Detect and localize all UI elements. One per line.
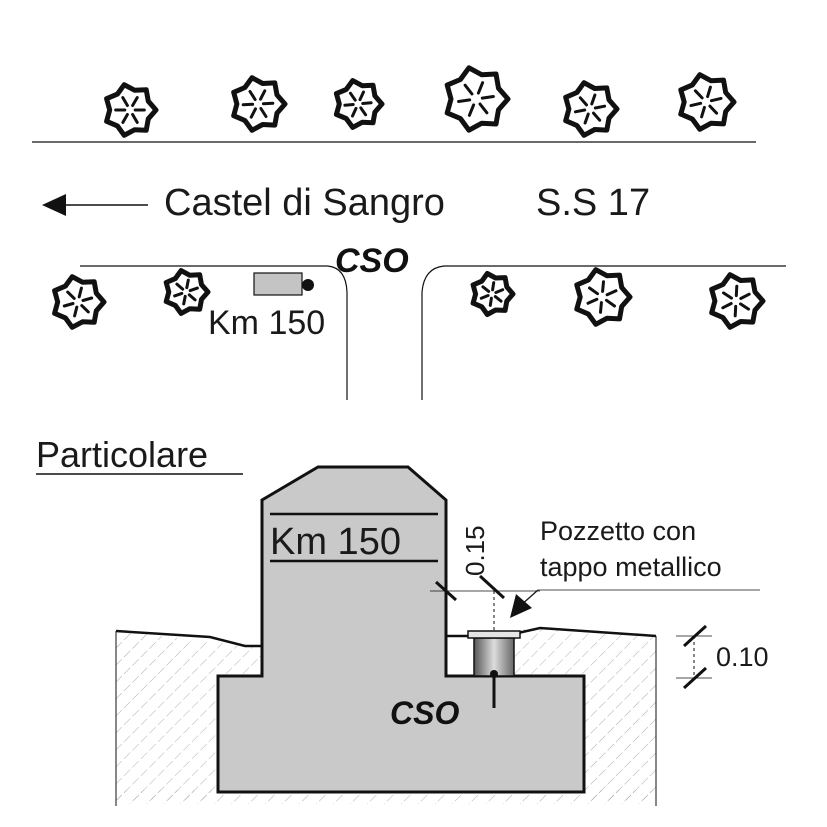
- detail-title: Particolare: [36, 434, 208, 475]
- destination-label: Castel di Sangro: [164, 182, 445, 224]
- plan-view: Castel di Sangro S.S 17 CSO Km 150: [32, 65, 786, 400]
- road-edge-bottom-left: [80, 265, 348, 400]
- bush-icon: [470, 271, 516, 317]
- km-plate-text: Km 150: [270, 521, 401, 563]
- bush-icon: [444, 65, 511, 133]
- cso-detail-label: CSO: [390, 695, 459, 731]
- km-plan-label: Km 150: [208, 304, 325, 342]
- bush-icon: [574, 267, 633, 327]
- cso-plan-label: CSO: [335, 242, 409, 280]
- bush-icon: [231, 75, 288, 133]
- ground-section: [116, 631, 262, 800]
- callout-line-1: Pozzetto con: [540, 516, 696, 546]
- direction-arrow-icon: [42, 194, 148, 216]
- bush-icon: [104, 82, 159, 138]
- inspection-pit: [467, 630, 521, 708]
- bush-icon: [678, 72, 737, 132]
- callout-line-2: tappo metallico: [540, 552, 722, 582]
- detail-view: Particolare Km 150 CSO: [36, 434, 769, 806]
- road-code-label: S.S 17: [536, 182, 650, 224]
- bush-icon: [52, 274, 107, 330]
- svg-text:0.10: 0.10: [716, 642, 769, 672]
- bush-icon: [163, 268, 211, 316]
- bush-icon: [709, 272, 766, 330]
- bush-icon: [333, 78, 385, 130]
- km-marker-plan: [253, 272, 303, 296]
- road-edge-bottom-right: [421, 265, 786, 400]
- trees: [52, 65, 766, 330]
- cso-point-icon: [302, 279, 314, 291]
- metal-cap-icon: [467, 630, 521, 639]
- bush-icon: [563, 80, 620, 138]
- milestone-monument: [216, 465, 586, 794]
- svg-text:0.15: 0.15: [460, 525, 490, 576]
- dimension-0-10: 0.10: [676, 624, 769, 690]
- dimension-0-15: 0.15: [430, 525, 540, 630]
- ground-surface-line: [115, 629, 262, 648]
- callout-arrow-icon: [510, 589, 760, 618]
